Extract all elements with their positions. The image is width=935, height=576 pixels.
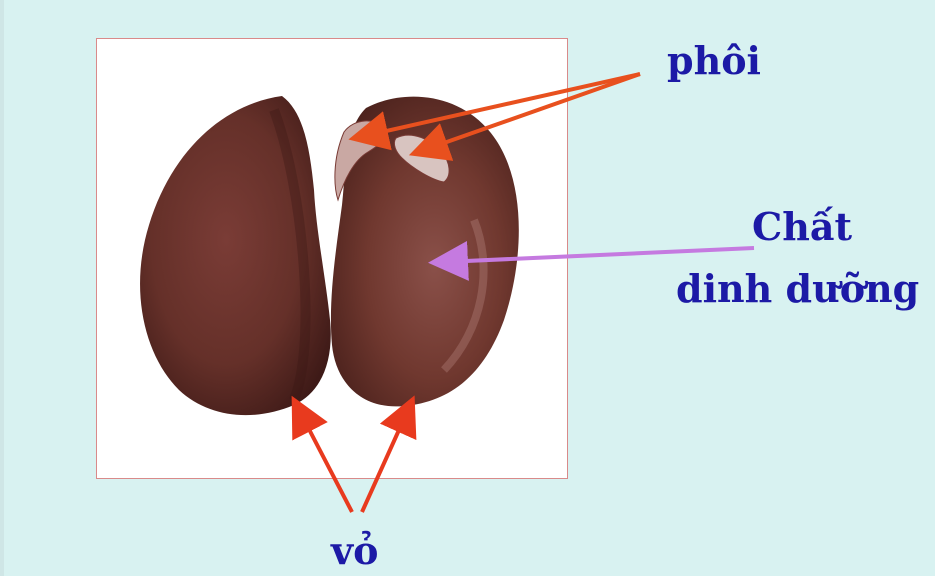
label-seed-coat: vỏ (331, 532, 378, 570)
arrow-seed-coat-left (299, 410, 352, 512)
label-embryo: phôi (667, 42, 761, 80)
arrow-seed-coat-right (362, 410, 408, 512)
label-nutrient-line2: dinh dưỡng (676, 270, 919, 308)
label-nutrient-line1: Chất (752, 208, 852, 246)
